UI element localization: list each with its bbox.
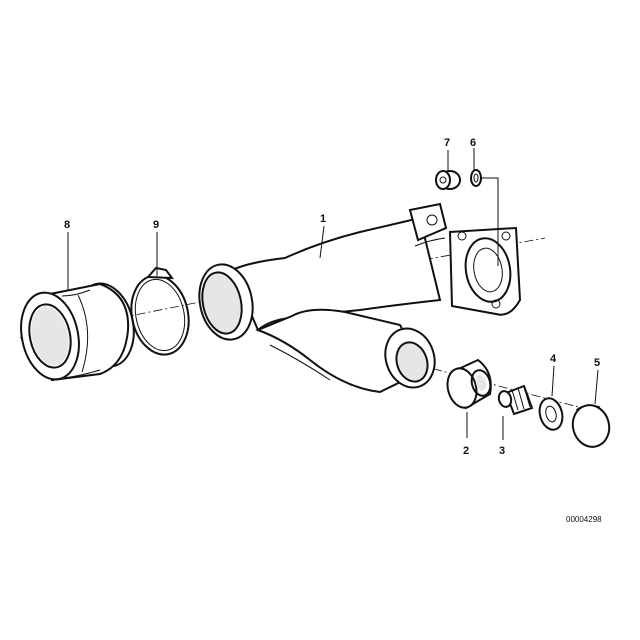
callout-3: 3: [499, 445, 505, 457]
callout-4: 4: [550, 353, 557, 365]
part-7-nut[interactable]: [435, 170, 461, 190]
callout-9: 9: [153, 219, 159, 231]
callout-7: 7: [444, 137, 450, 149]
part-3-threaded-insert[interactable]: [497, 384, 534, 416]
part-2-bushing[interactable]: [443, 358, 493, 411]
part-1-y-intake-pipe[interactable]: [193, 202, 522, 394]
part-9-hose-clamp[interactable]: [124, 266, 195, 360]
callout-labels: 1 2 3 4 5 6 7 8 9: [64, 137, 600, 457]
callout-2: 2: [463, 445, 469, 457]
leader-lines: [67, 148, 599, 440]
diagram-reference-number: 00004298: [566, 515, 602, 524]
callout-6: 6: [470, 137, 476, 149]
callout-1: 1: [320, 213, 326, 225]
callout-8: 8: [64, 219, 70, 231]
part-4-nut[interactable]: [536, 396, 566, 433]
part-5-cap[interactable]: [568, 401, 614, 451]
part-6-washer[interactable]: [470, 169, 482, 187]
callout-5: 5: [594, 357, 600, 369]
part-8-connector-sleeve[interactable]: [13, 278, 141, 385]
